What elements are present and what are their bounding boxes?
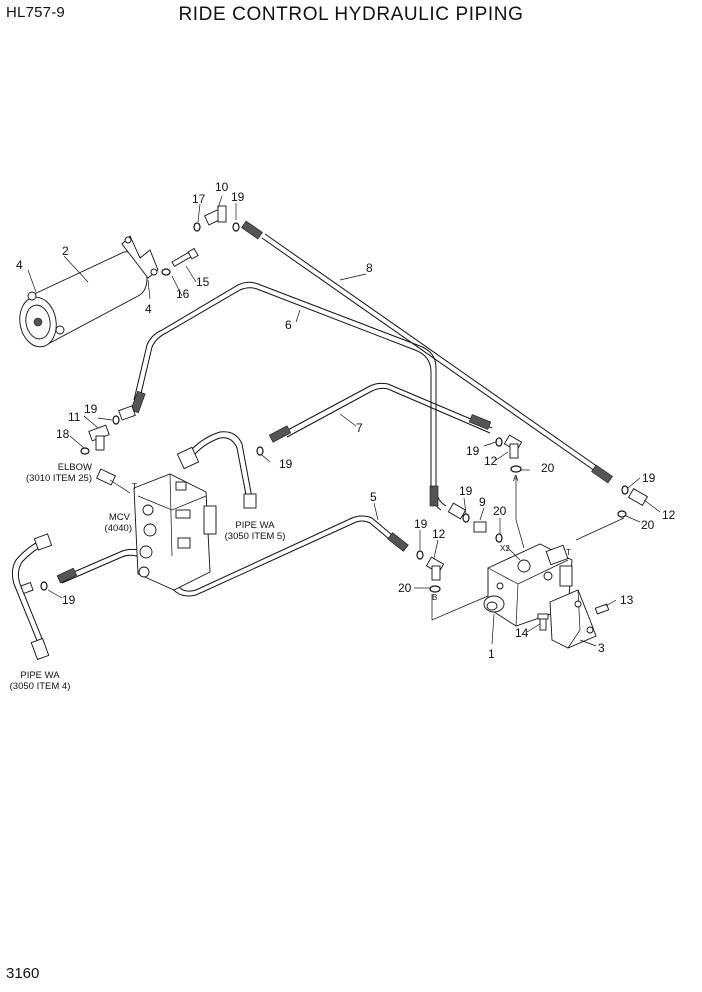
callout-20: 20 (398, 581, 412, 595)
callout-12: 12 (484, 454, 498, 468)
callout-13: 13 (620, 593, 634, 607)
port-labels: A B T T X2 (132, 474, 571, 602)
mcv-label: MCV (109, 512, 131, 523)
callout-9: 9 (479, 495, 486, 509)
callout-19: 19 (466, 444, 480, 458)
washer (161, 268, 171, 276)
callout-1: 1 (488, 647, 495, 661)
callout-3: 3 (598, 641, 605, 655)
callout-17: 17 (192, 192, 206, 206)
elbow-reference: (3010 ITEM 25) (26, 473, 92, 484)
callout-19: 19 (414, 517, 428, 531)
callout-numbers: 10 17 19 2 4 4 15 16 8 6 7 5 19 11 18 19… (16, 180, 676, 661)
callout-7: 7 (356, 421, 363, 435)
hose-8 (261, 233, 609, 479)
port-t-mcv-label: T (132, 482, 137, 491)
callout-19: 19 (62, 593, 76, 607)
port-a-label: A (513, 474, 519, 483)
callout-19: 19 (459, 484, 473, 498)
pipe-wa-upper-reference: (3050 ITEM 5) (225, 531, 286, 542)
callout-19: 19 (279, 457, 293, 471)
callout-20: 20 (541, 461, 555, 475)
callout-5: 5 (370, 490, 377, 504)
callout-20: 20 (641, 518, 655, 532)
bolts-valve (537, 603, 610, 631)
callout-19: 19 (84, 402, 98, 416)
callout-16: 16 (176, 287, 190, 301)
hose-5 (59, 515, 405, 597)
hose-7 (283, 382, 493, 438)
mcv-block (133, 473, 217, 591)
callout-19: 19 (642, 471, 656, 485)
port-x2-label: X2 (500, 544, 510, 553)
page-number: 3160 (6, 965, 40, 982)
mcv-reference: (4040) (105, 523, 132, 534)
pipe-wa-lower (11, 533, 53, 661)
callout-12: 12 (432, 527, 446, 541)
callout-4: 4 (145, 302, 152, 316)
reference-labels: ELBOW (3010 ITEM 25) MCV (4040) PIPE WA … (10, 462, 286, 692)
port-t-valve-label: T (566, 548, 571, 557)
mounting-bracket (549, 589, 597, 649)
elbow-label: ELBOW (58, 462, 92, 473)
port-b-label: B (432, 593, 437, 602)
hose-end-fittings (56, 220, 613, 584)
leader-lines (27, 195, 661, 647)
callout-11: 11 (68, 410, 81, 424)
elbow-fitting-top (204, 205, 227, 226)
callout-12: 12 (662, 508, 676, 522)
pipe-wa-lower-reference: (3050 ITEM 4) (10, 681, 71, 692)
clamp-bracket (121, 235, 159, 279)
hose-6 (133, 281, 447, 511)
callout-4: 4 (16, 258, 23, 272)
callout-19: 19 (231, 190, 245, 204)
callout-6: 6 (285, 318, 292, 332)
callout-14: 14 (515, 626, 529, 640)
callout-18: 18 (56, 427, 70, 441)
page-title: RIDE CONTROL HYDRAULIC PIPING (178, 4, 524, 25)
pipe-wa-lower-label: PIPE WA (20, 670, 60, 681)
callout-8: 8 (366, 261, 373, 275)
model-number: HL757-9 (6, 4, 65, 21)
accumulator (19, 251, 148, 348)
callout-20: 20 (493, 504, 507, 518)
callout-2: 2 (62, 244, 69, 258)
adapters (88, 405, 649, 581)
callout-15: 15 (196, 275, 210, 289)
bolt (171, 247, 199, 267)
pipe-wa-upper-label: PIPE WA (235, 520, 275, 531)
pipe-wa-upper (176, 431, 257, 509)
callout-10: 10 (215, 180, 229, 194)
